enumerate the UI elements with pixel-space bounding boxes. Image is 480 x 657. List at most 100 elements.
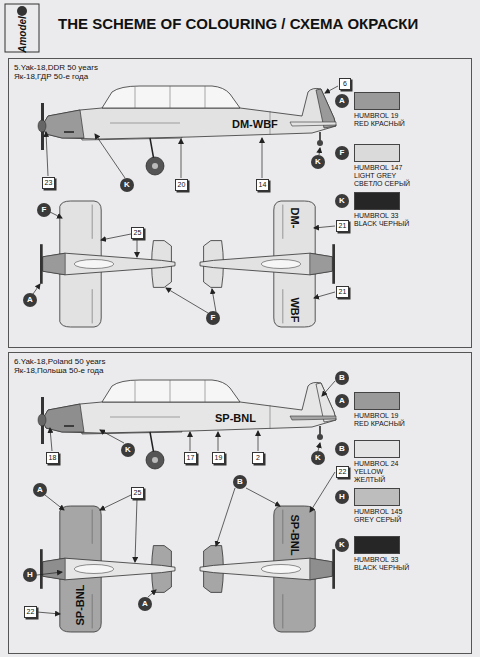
paint-letter: K [339, 196, 345, 205]
panel-heading: 6.Yak-18,Poland 50 years [14, 357, 471, 366]
drawing-line [95, 134, 125, 178]
leader-lines [33, 86, 338, 614]
callout-number: 25 [131, 487, 144, 499]
paint-letter-circle: F [335, 146, 349, 160]
paint-name: HUMBROL 24 YELLOW ЖЕЛТЫЙ [354, 460, 413, 484]
paint-letter: B [339, 444, 345, 453]
drawing-line [50, 212, 62, 218]
drawing-line [181, 139, 182, 178]
callout-number: 14 [256, 179, 269, 191]
drawing-rect [5, 4, 39, 52]
drawing-line [135, 499, 137, 562]
paint-letter: H [339, 492, 345, 501]
panel-heading: Як-18,ГДР 50-е года [14, 72, 471, 81]
paint-swatch [354, 392, 400, 410]
callout-number: 19 [212, 452, 225, 464]
callout-number: 21 [336, 220, 349, 232]
drawing-line [258, 431, 259, 451]
callout-number: 18 [46, 452, 59, 464]
decal-number: 6 [343, 80, 347, 87]
decal-number: 18 [49, 454, 57, 461]
drawing-use [200, 201, 335, 327]
registration-marking: SP-BNL [215, 412, 256, 424]
paint-letter: K [339, 540, 345, 549]
decal-number: 25 [134, 229, 142, 236]
registration-marking: DM- [289, 208, 301, 229]
scheme-panel: 5.Yak-18,DDR 50 yearsЯк-18,ГДР 50-е года… [8, 58, 472, 348]
paint-letter: F [42, 205, 47, 214]
panel-heading: 5.Yak-18,DDR 50 years [14, 63, 471, 72]
paint-letter-circle: H [23, 568, 37, 582]
drawing-line [310, 472, 335, 512]
paint-letter: F [340, 148, 345, 157]
paint-letter: B [237, 477, 243, 486]
drawing-line [212, 289, 216, 312]
paint-swatch [354, 192, 400, 210]
paint-letter: A [37, 485, 43, 494]
drawing-line [37, 572, 62, 575]
paint-letter-circle: F [37, 203, 51, 217]
paint-letter-circle: B [233, 475, 247, 489]
paint-letter-circle: A [335, 394, 349, 408]
drawing-line [148, 590, 156, 597]
paint-letter: F [211, 313, 216, 322]
drawing-line [101, 234, 131, 240]
paint-swatch [354, 536, 400, 554]
brand-logo: Amodel [17, 16, 28, 53]
panel-heading: Як-18,Польша 50-е года [14, 366, 471, 375]
paint-letter-circle: K [311, 155, 325, 169]
paint-letter: A [339, 396, 345, 405]
paint-name: HUMBROL 147 LIGHT GREY СВЕТЛО СЕРЫЙ [354, 164, 413, 188]
drawing-line [37, 612, 60, 614]
callout-number: 17 [184, 452, 197, 464]
paint-letter: H [27, 570, 33, 579]
paint-name: HUMBROL 19 RED КРАСНЫЙ [354, 112, 413, 128]
paint-letter-circle: B [335, 442, 349, 456]
decal-number: 22 [339, 468, 347, 475]
paint-letter: B [339, 373, 345, 382]
paint-letter: K [125, 445, 131, 454]
paint-letter-circle: K [311, 451, 325, 465]
callout-number: 20 [175, 179, 188, 191]
paint-letter: A [142, 599, 148, 608]
registration-marking: WBF [289, 297, 301, 322]
logo-frame [5, 4, 39, 52]
decal-number: 20 [178, 181, 186, 188]
drawing-line [218, 432, 219, 451]
drawing-line [246, 488, 280, 506]
drawing-circle [17, 6, 27, 16]
callout-number: 21 [336, 286, 349, 298]
drawing-use [40, 201, 175, 327]
callout-number: 2 [252, 452, 264, 464]
paint-letter: K [124, 180, 130, 189]
callout-number: 6 [339, 78, 351, 90]
decal-number: 21 [339, 288, 347, 295]
decal-number: 17 [187, 454, 195, 461]
drawing-line [45, 495, 64, 510]
drawing-line [314, 292, 335, 298]
registration-marking: SP-BNL [289, 515, 301, 556]
drawing-use [38, 86, 336, 175]
drawing-line [100, 495, 131, 510]
drawing-line [166, 288, 208, 313]
registration-marking: DM-WBF [232, 118, 278, 130]
paint-letter-circle: A [23, 293, 37, 307]
decal-number: 25 [134, 489, 142, 496]
paint-name: HUMBROL 33 BLACK ЧЕРНЫЙ [354, 556, 413, 572]
paint-letter-circle: A [33, 483, 47, 497]
drawing-use [200, 506, 335, 632]
paint-letter-circle: A [138, 597, 152, 611]
paint-letter-circle: B [335, 371, 349, 385]
paint-letter: A [27, 295, 33, 304]
paint-letter-circle: F [206, 311, 220, 325]
decal-number: 2 [256, 454, 260, 461]
drawing-line [319, 148, 320, 155]
yak-ddr [38, 86, 336, 327]
decal-number: 23 [45, 179, 53, 186]
drawing-line [190, 432, 191, 451]
drawing-line [46, 132, 48, 176]
drawing-use [40, 506, 175, 632]
paint-letter-circle: K [335, 538, 349, 552]
decal-number: 21 [339, 222, 347, 229]
